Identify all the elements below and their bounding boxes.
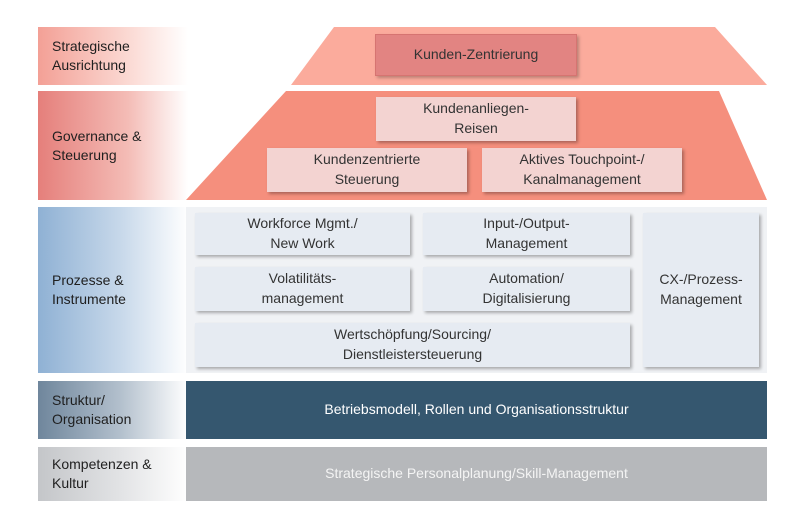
- box-volatilitaetsmanagement: Volatilitäts- management: [195, 267, 410, 311]
- box-workforce-mgmt: Workforce Mgmt./ New Work: [195, 213, 410, 255]
- box-wertschoepfung-sourcing: Wertschöpfung/Sourcing/ Dienstleisterste…: [195, 323, 630, 367]
- row-label-strategie: Strategische Ausrichtung: [38, 27, 188, 85]
- box-cx-prozess-management: CX-/Prozess- Management: [643, 213, 759, 367]
- competence-bar-text: Strategische Personalplanung/Skill-Manag…: [325, 465, 628, 482]
- row-label-kompetenzen: Kompetenzen & Kultur: [38, 447, 188, 501]
- box-kundenzentrierte-steuerung: Kundenzentrierte Steuerung: [267, 148, 467, 192]
- box-touchpoint-kanalmanagement: Aktives Touchpoint-/ Kanalmanagement: [482, 148, 682, 192]
- row-label-governance: Governance & Steuerung: [38, 91, 188, 200]
- box-automation-digitalisierung: Automation/ Digitalisierung: [423, 267, 630, 311]
- structure-bar-text: Betriebsmodell, Rollen und Organisations…: [324, 401, 629, 418]
- row-label-prozesse: Prozesse & Instrumente: [38, 207, 188, 373]
- row-label-struktur: Struktur/ Organisation: [38, 381, 188, 439]
- structure-bar: Betriebsmodell, Rollen und Organisations…: [186, 381, 767, 439]
- row-label-kompetenzen-text: Kompetenzen & Kultur: [52, 456, 152, 491]
- competence-bar: Strategische Personalplanung/Skill-Manag…: [186, 447, 767, 501]
- row-label-strategie-text: Strategische Ausrichtung: [52, 38, 130, 73]
- box-input-output-management: Input-/Output- Management: [423, 213, 630, 255]
- row-label-prozesse-text: Prozesse & Instrumente: [52, 272, 126, 307]
- row-label-governance-text: Governance & Steuerung: [52, 127, 142, 163]
- row-label-struktur-text: Struktur/ Organisation: [52, 392, 132, 427]
- box-kunden-zentrierung: Kunden-Zentrierung: [375, 34, 577, 76]
- box-kundenanliegen-reisen: Kundenanliegen- Reisen: [376, 97, 576, 141]
